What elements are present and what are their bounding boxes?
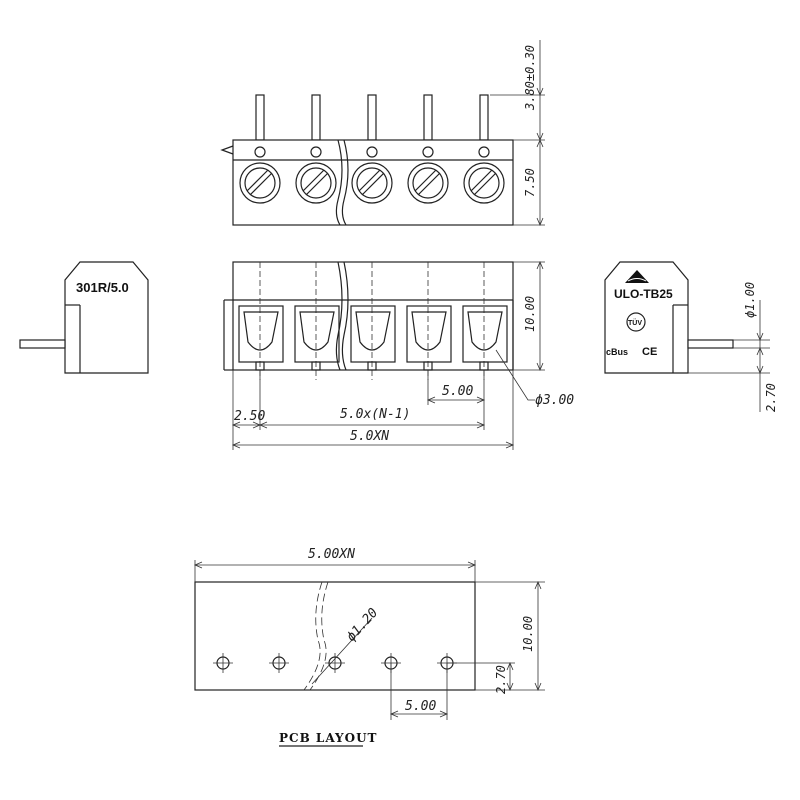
dim-top-height: 7.50 bbox=[523, 168, 537, 197]
top-view-small-holes bbox=[254, 146, 490, 158]
side-label: 301R/5.0 bbox=[76, 280, 129, 295]
tuv-mark-icon bbox=[626, 312, 646, 332]
pcb-holes bbox=[213, 653, 457, 673]
tuv-mark-text: TÜV bbox=[628, 318, 642, 327]
dim-pcb-pitch: 5.00 bbox=[405, 699, 436, 714]
pcb-outline bbox=[194, 581, 476, 691]
top-view-pins bbox=[255, 94, 489, 141]
ce-mark: CE bbox=[642, 346, 657, 358]
ul-mark: cBus bbox=[606, 347, 628, 357]
dim-pin-dia: ϕ1.00 bbox=[743, 282, 757, 318]
dim-pcb-height: 10.00 bbox=[521, 616, 535, 652]
dim-pin-offset: 2.70 bbox=[764, 383, 778, 412]
dim-pitch: 5.00 bbox=[442, 384, 473, 399]
dim-pcb-overall: 5.00XN bbox=[308, 547, 355, 562]
dim-offset: 2.50 bbox=[234, 409, 265, 424]
top-view: 3.80±0.30 7.50 bbox=[220, 40, 545, 227]
dim-pcb-offset: 2.70 bbox=[494, 665, 508, 694]
dim-pitch-total: 5.0x(N-1) bbox=[340, 407, 410, 422]
brand-label: ULO-TB25 bbox=[614, 287, 673, 301]
top-view-screws bbox=[239, 162, 505, 204]
front-view: 10.00 ϕ3.00 5.00 2.50 5.0x(N-1) 5.0XN bbox=[223, 260, 574, 450]
right-side-view: ULO-TB25 TÜV cBus CE ϕ1.00 2.70 bbox=[604, 261, 778, 412]
dim-wire-hole: ϕ3.00 bbox=[535, 393, 574, 408]
dim-pcb-hole: ϕ1.20 bbox=[344, 605, 381, 644]
dim-pin-length: 3.80±0.30 bbox=[523, 45, 537, 111]
dim-front-height: 10.00 bbox=[523, 296, 537, 332]
pcb-layout-caption: PCB LAYOUT bbox=[279, 731, 377, 745]
left-side-view: 301R/5.0 bbox=[19, 261, 149, 374]
pcb-layout-view: ϕ1.20 5.00XN 10.00 2.70 5.00 PCB LAYOUT bbox=[193, 547, 545, 747]
front-view-body bbox=[232, 261, 514, 371]
dim-overall: 5.0XN bbox=[350, 429, 389, 444]
